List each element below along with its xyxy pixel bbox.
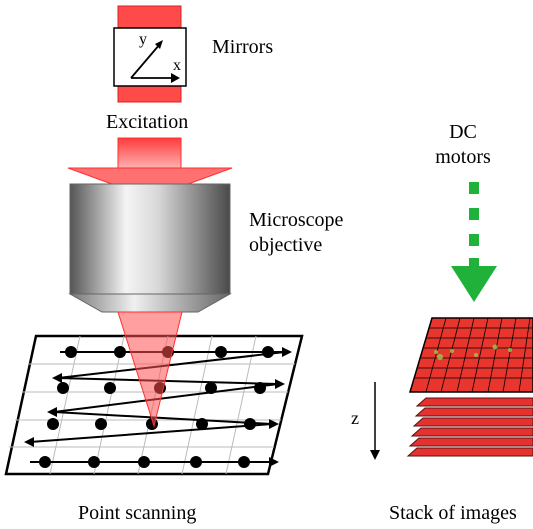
z-axis-arrow [370,382,380,460]
y-axis-label: y [139,31,147,48]
mirrors-assembly: y x [113,5,187,103]
point-scanning-label: Point scanning [78,502,196,524]
z-axis-label: z [351,408,359,428]
dc-motors-label-line1: DC [449,121,477,143]
microscope-objective [68,183,232,313]
excitation-label: Excitation [106,111,188,133]
stack-of-images-label: Stack of images [389,502,517,524]
objective-label-line2: objective [249,234,322,256]
focused-beam [117,311,183,428]
dc-motors-arrow [451,182,497,302]
image-stack [406,317,533,457]
objective-label-line1: Microscope [249,209,344,231]
mirrors-label: Mirrors [212,36,273,58]
excitation-arrow [67,137,233,199]
x-axis-label: x [173,57,181,74]
dc-motors-label-line2: motors [435,146,491,168]
